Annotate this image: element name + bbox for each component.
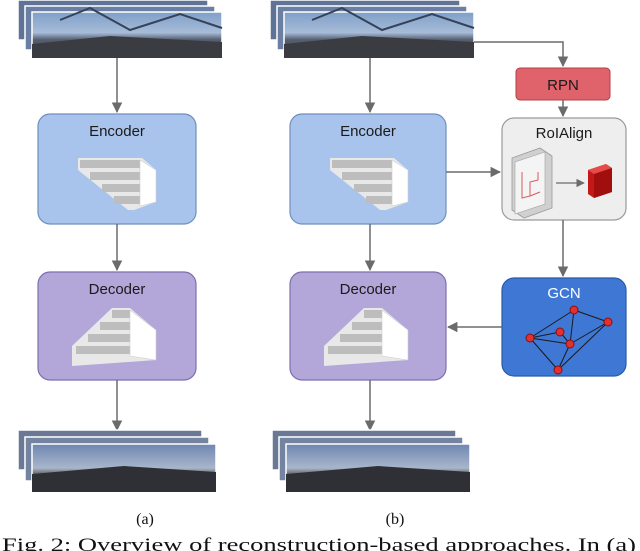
roialign-label: RoIAlign bbox=[536, 125, 593, 142]
decoder-label-a: Decoder bbox=[89, 281, 146, 298]
rpn-label: RPN bbox=[547, 77, 579, 94]
graph-icon bbox=[525, 305, 613, 375]
decoder-layers-icon-b bbox=[324, 308, 409, 366]
decoder-block-a: Decoder bbox=[37, 271, 197, 381]
input-frames-a bbox=[17, 0, 223, 59]
roialign-block: RoIAlign bbox=[501, 117, 627, 221]
output-frames-b bbox=[271, 429, 471, 493]
encoder-label-a: Encoder bbox=[89, 123, 145, 140]
encoder-block-b: Encoder bbox=[289, 113, 447, 225]
rpn-block: RPN bbox=[515, 67, 611, 101]
encoder-label-b: Encoder bbox=[340, 123, 396, 140]
output-frames-a bbox=[17, 429, 217, 493]
figure-caption: Fig. 2: Overview of reconstruction-based… bbox=[2, 535, 636, 551]
roi-feature-cube-icon bbox=[588, 164, 612, 198]
encoder-layers-icon-b bbox=[330, 158, 409, 210]
gcn-block: GCN bbox=[501, 277, 627, 377]
panel-a-sublabel: (a) bbox=[136, 511, 154, 528]
input-frames-b bbox=[269, 0, 475, 59]
encoder-block-a: Encoder bbox=[37, 113, 197, 225]
panel-b-sublabel: (b) bbox=[386, 511, 405, 528]
decoder-block-b: Decoder bbox=[289, 271, 447, 381]
decoder-label-b: Decoder bbox=[340, 281, 397, 298]
decoder-layers-icon-a bbox=[72, 308, 157, 366]
gcn-label: GCN bbox=[547, 285, 580, 302]
feature-map-icon bbox=[511, 147, 553, 219]
encoder-layers-icon-a bbox=[78, 158, 157, 210]
